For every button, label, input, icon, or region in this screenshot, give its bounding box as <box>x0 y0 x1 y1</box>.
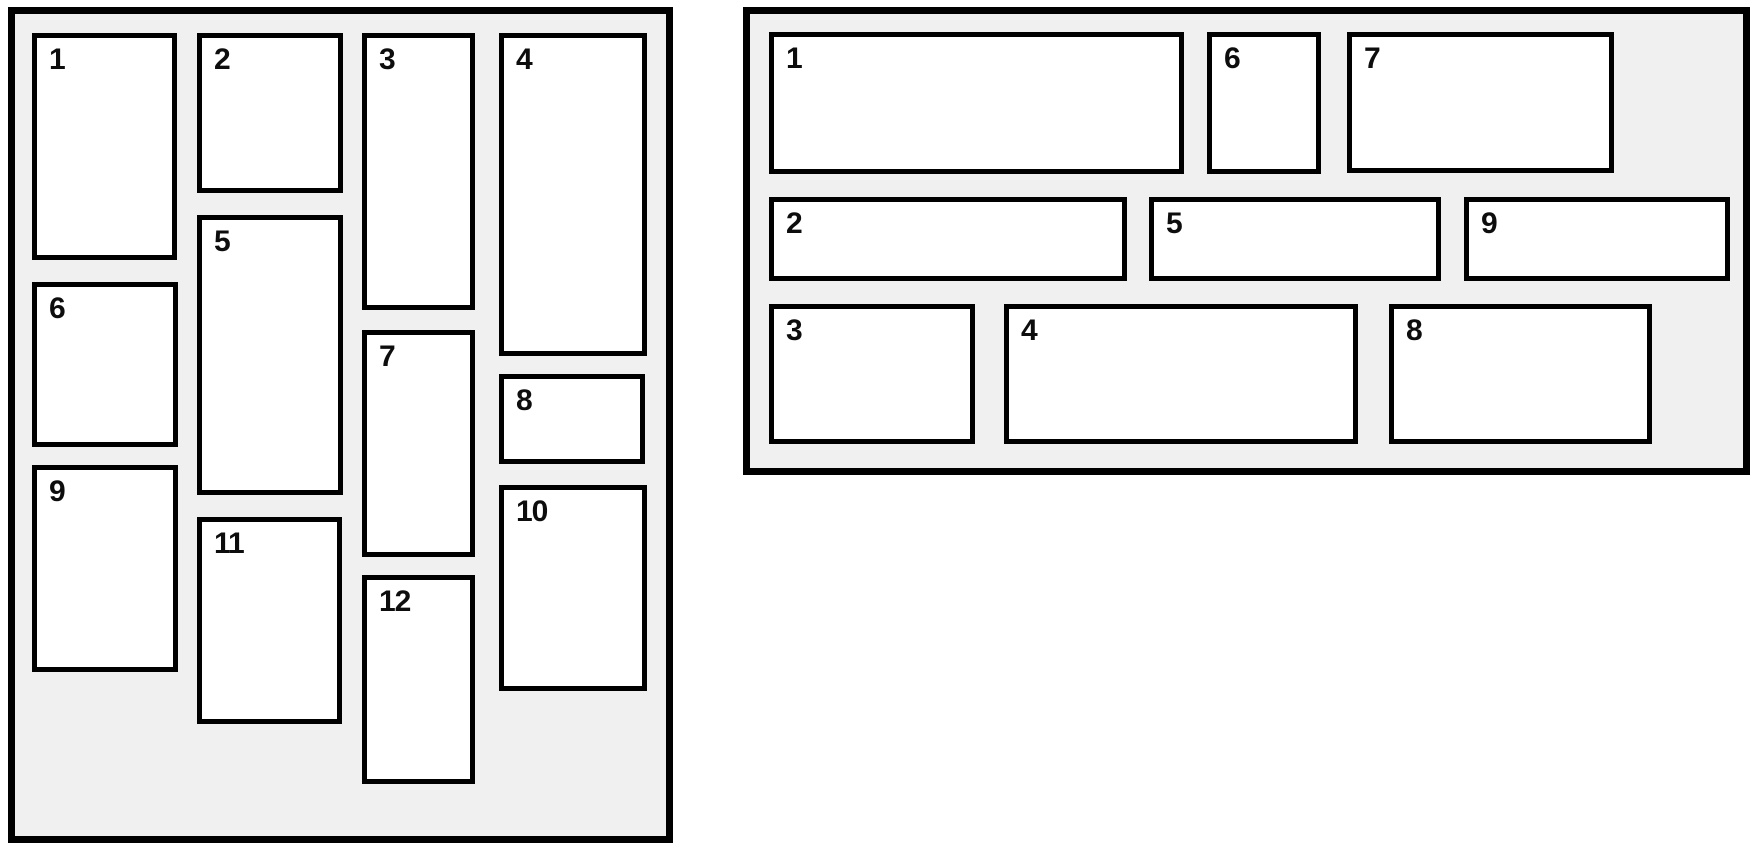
item-number-label: 2 <box>786 207 803 240</box>
horizontal-masonry-panel: 1 2 3 4 5 6 7 8 9 <box>743 7 1750 475</box>
horizontal-masonry-item-2: 2 <box>769 197 1127 281</box>
vertical-masonry-item-6: 6 <box>32 282 178 447</box>
item-number-label: 7 <box>1364 42 1381 75</box>
item-number-label: 5 <box>1166 207 1183 240</box>
horizontal-masonry-item-7: 7 <box>1347 32 1614 173</box>
item-number-label: 5 <box>214 225 231 258</box>
item-number-label: 3 <box>379 43 396 76</box>
item-number-label: 1 <box>49 43 66 76</box>
item-number-label: 2 <box>214 43 231 76</box>
vertical-masonry-item-4: 4 <box>499 33 647 356</box>
vertical-masonry-item-10: 10 <box>499 485 647 691</box>
vertical-masonry-item-12: 12 <box>362 575 475 784</box>
vertical-masonry-item-9: 9 <box>32 465 178 672</box>
item-number-label: 7 <box>379 340 396 373</box>
item-number-label: 3 <box>786 314 803 347</box>
vertical-masonry-panel: 1 2 3 4 5 6 7 8 9 10 11 12 <box>8 7 673 843</box>
horizontal-masonry-item-8: 8 <box>1389 304 1652 444</box>
vertical-masonry-item-1: 1 <box>32 33 177 260</box>
item-number-label: 6 <box>1224 42 1241 75</box>
horizontal-masonry-item-9: 9 <box>1464 197 1730 281</box>
item-number-label: 8 <box>516 384 533 417</box>
horizontal-masonry-item-4: 4 <box>1004 304 1358 444</box>
item-number-label: 8 <box>1406 314 1423 347</box>
horizontal-masonry-item-3: 3 <box>769 304 975 444</box>
horizontal-masonry-item-1: 1 <box>769 32 1184 174</box>
horizontal-masonry-item-6: 6 <box>1207 32 1321 174</box>
item-number-label: 9 <box>1481 207 1498 240</box>
item-number-label: 4 <box>1021 314 1038 347</box>
vertical-masonry-item-2: 2 <box>197 33 343 193</box>
item-number-label: 11 <box>214 527 245 560</box>
item-number-label: 6 <box>49 292 66 325</box>
vertical-masonry-item-8: 8 <box>499 374 645 464</box>
item-number-label: 10 <box>516 495 548 528</box>
horizontal-masonry-item-5: 5 <box>1149 197 1441 281</box>
item-number-label: 1 <box>786 42 803 75</box>
vertical-masonry-item-5: 5 <box>197 215 343 495</box>
vertical-masonry-item-11: 11 <box>197 517 342 724</box>
item-number-label: 12 <box>379 585 411 618</box>
vertical-masonry-item-3: 3 <box>362 33 475 310</box>
item-number-label: 9 <box>49 475 66 508</box>
vertical-masonry-item-7: 7 <box>362 330 475 557</box>
item-number-label: 4 <box>516 43 533 76</box>
